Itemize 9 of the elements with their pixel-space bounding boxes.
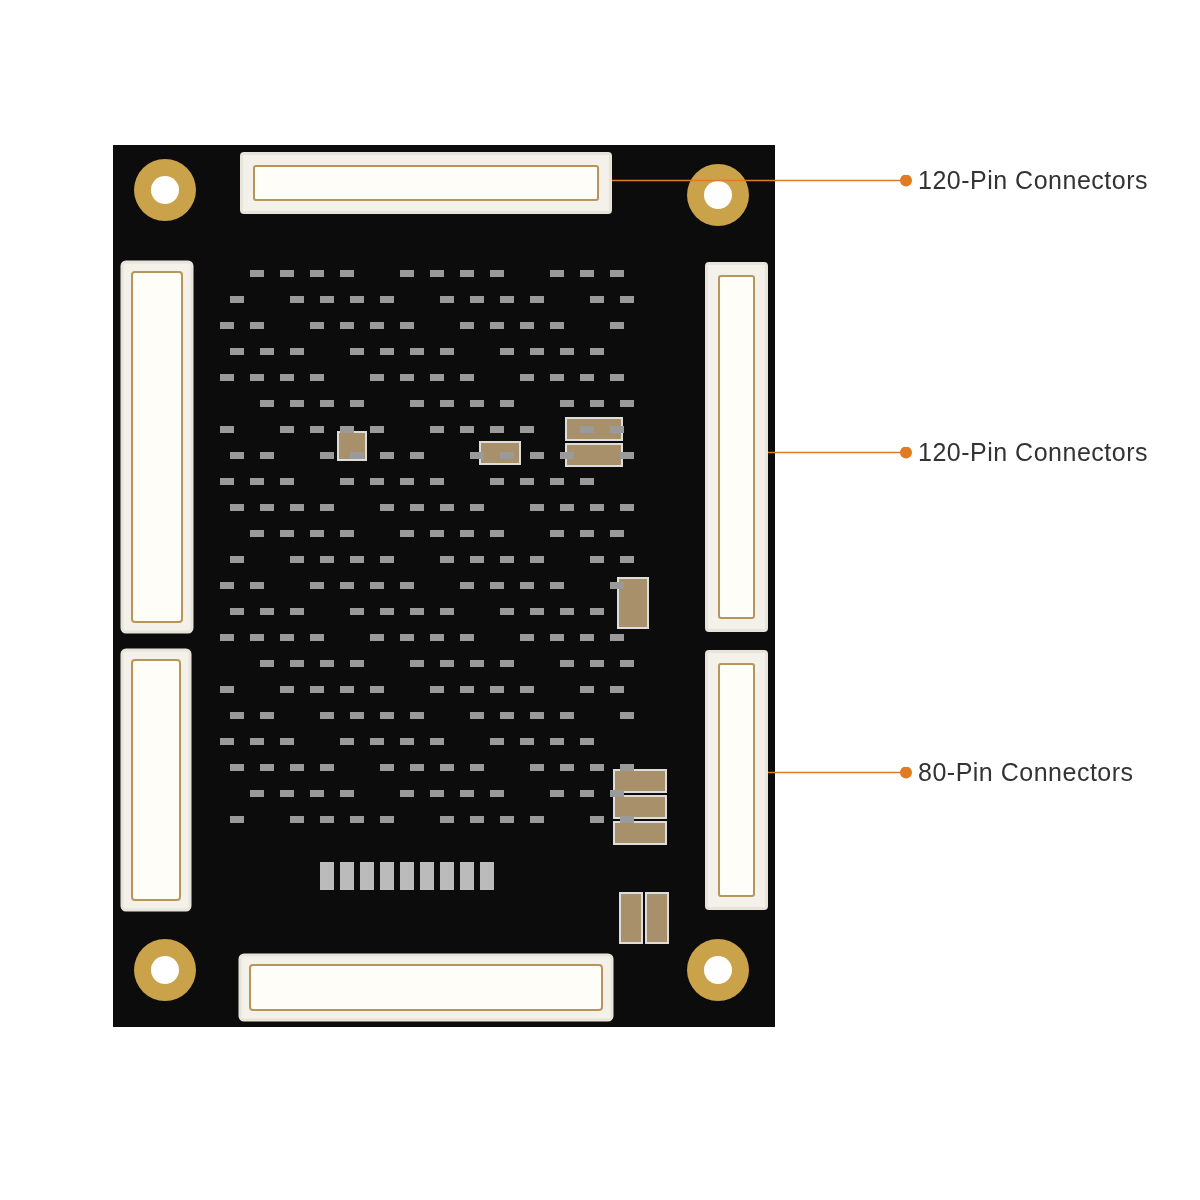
callout-label: 80-Pin Connectors [906,758,1134,787]
callout-label: 120-Pin Connectors [906,438,1148,467]
pin-connector [705,262,768,632]
pin-connector [705,650,768,910]
leader-line [767,766,912,779]
leader-line [611,174,912,187]
callout-label: 120-Pin Connectors [906,166,1148,195]
leader-line [767,446,912,459]
pin-connector [240,152,612,214]
